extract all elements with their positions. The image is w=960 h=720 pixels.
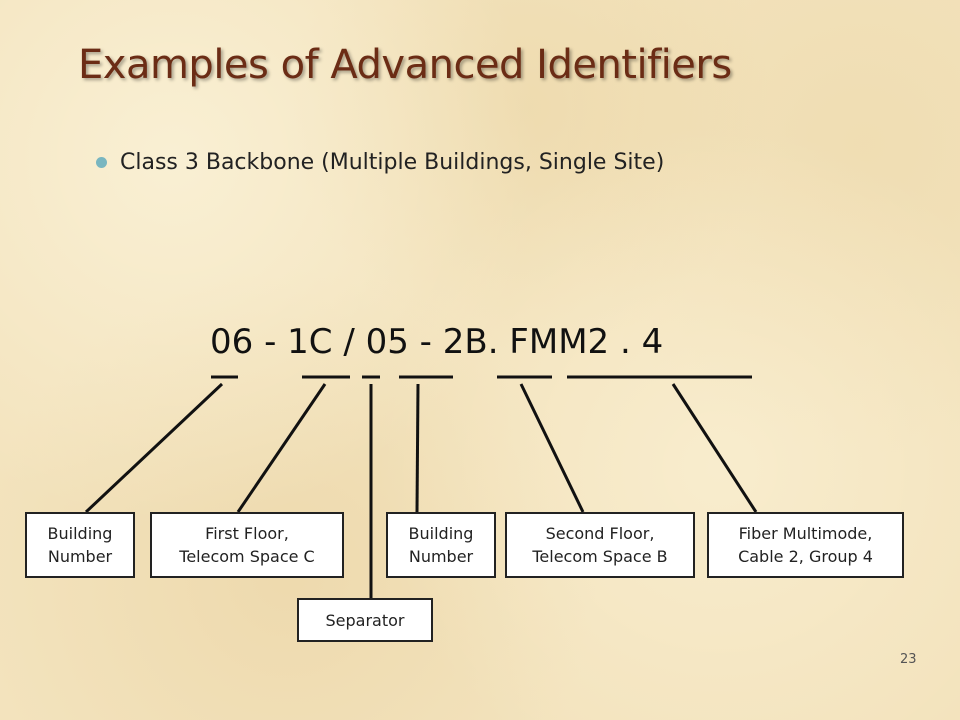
bullet-dot-icon [96,157,107,168]
label-line: Second Floor, [545,524,655,543]
label-line: Separator [325,610,405,630]
page-number: 23 [900,652,917,667]
bullet-item: Class 3 Backbone (Multiple Buildings, Si… [96,150,664,175]
identifier-string: 06 - 1C / 05 - 2B. FMM2 . 4 [210,322,664,362]
label-line: Number [47,547,113,566]
label-line: Number [408,547,474,566]
label-box-separator: Separator [297,598,433,642]
label-line: Building [47,524,113,543]
label-line: Cable 2, Group 4 [738,547,873,566]
label-line: First Floor, [205,524,289,543]
connector-building-2 [415,383,420,513]
label-box-floor-2: Second Floor, Telecom Space B [505,512,695,578]
label-box-building-1: Building Number [25,512,135,578]
label-line: Telecom Space B [532,547,668,566]
label-line: Building [408,524,474,543]
label-line: Telecom Space C [179,547,315,566]
label-line: Fiber Multimode, [738,524,873,543]
connector-building-1 [84,382,224,514]
label-box-fiber: Fiber Multimode, Cable 2, Group 4 [707,512,904,578]
label-box-building-2: Building Number [386,512,496,578]
bullet-text: Class 3 Backbone (Multiple Buildings, Si… [120,150,665,175]
connector-floor-1 [236,383,327,513]
connector-floor-2 [519,383,585,513]
label-box-floor-1: First Floor, Telecom Space C [150,512,344,578]
slide-title: Examples of Advanced Identifiers [78,42,732,88]
connector-fiber [671,383,758,513]
